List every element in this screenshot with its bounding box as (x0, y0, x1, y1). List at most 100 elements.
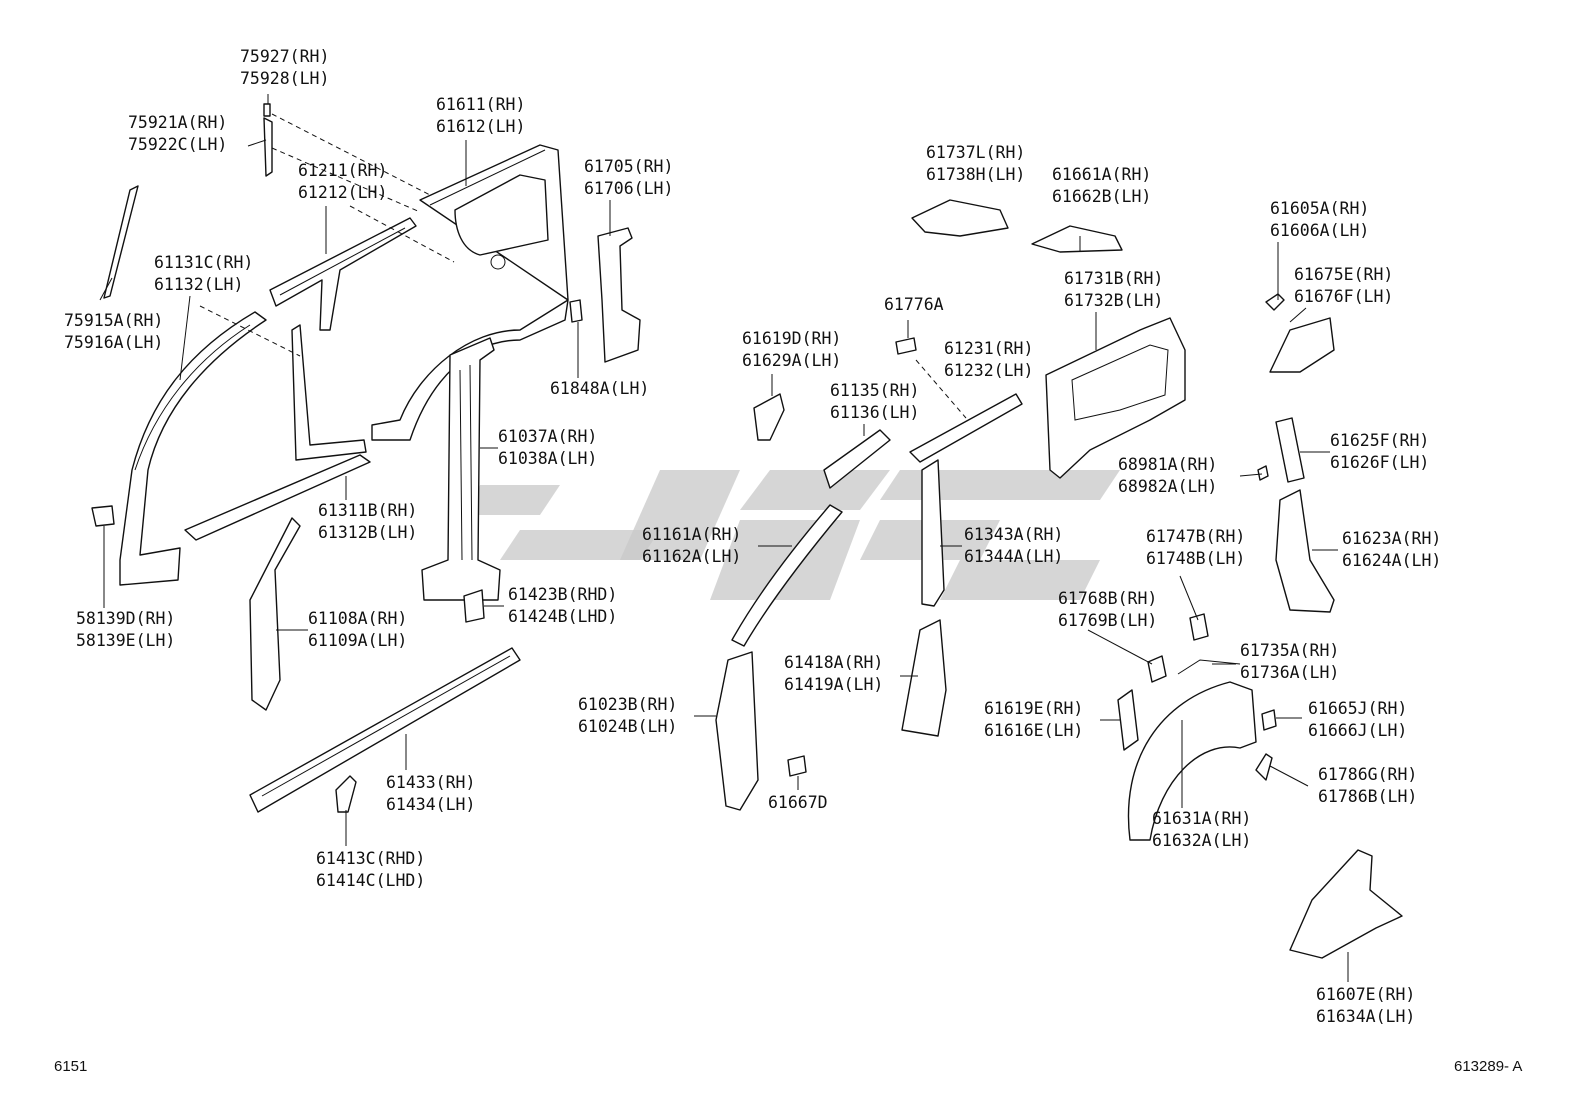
part-61623[interactable] (1275, 489, 1335, 613)
label-61731-rh: 61731B(RH) (1064, 269, 1164, 288)
part-61619d[interactable] (753, 393, 785, 441)
label-75927-lh: 75928(LH) (240, 69, 330, 88)
part-61311[interactable] (184, 324, 371, 541)
label-61625-lh: 61626F(LH) (1330, 453, 1430, 472)
part-61423[interactable] (463, 589, 485, 623)
part-58139[interactable] (91, 505, 115, 527)
label-61611-lh: 61612(LH) (436, 117, 526, 136)
label-61023-rh: 61023B(RH) (578, 695, 678, 714)
part-61786[interactable] (1255, 753, 1273, 781)
part-61768[interactable] (1147, 655, 1167, 683)
label-75915-lh: 75916A(LH) (64, 333, 164, 352)
label-61735: 61735A(RH) 61736A(LH) (1240, 640, 1339, 684)
part-61731[interactable] (1045, 317, 1186, 479)
label-61311: 61311B(RH) 61312B(LH) (318, 500, 417, 544)
label-61611-rh: 61611(RH) (436, 95, 526, 114)
label-61786-lh: 61786B(LH) (1318, 787, 1418, 806)
part-61631[interactable] (1127, 681, 1257, 841)
label-61423-lhd: 61424B(LHD) (508, 607, 618, 626)
label-61418-lh: 61419A(LH) (784, 675, 884, 694)
label-61607: 61607E(RH) 61634A(LH) (1316, 984, 1415, 1028)
label-61433-rh: 61433(RH) (386, 773, 476, 792)
part-61605[interactable] (1265, 293, 1335, 373)
label-61211-lh: 61212(LH) (298, 183, 388, 202)
label-61675: 61675E(RH) 61676F(LH) (1294, 264, 1393, 308)
part-61161[interactable] (731, 504, 843, 647)
label-61667: 61667D (768, 793, 828, 812)
part-75927[interactable] (263, 103, 273, 177)
part-61737[interactable] (911, 199, 1009, 237)
part-68981[interactable] (1257, 465, 1269, 481)
label-61037: 61037A(RH) 61038A(LH) (498, 426, 597, 470)
part-61413[interactable] (335, 775, 357, 813)
label-61768-rh: 61768B(RH) (1058, 589, 1158, 608)
part-61433[interactable] (249, 647, 521, 813)
label-61413-lhd: 61414C(LHD) (316, 871, 426, 890)
part-61735[interactable] (1177, 659, 1241, 675)
label-61108-rh: 61108A(RH) (308, 609, 408, 628)
part-61661[interactable] (1031, 225, 1123, 253)
part-61037[interactable] (421, 337, 501, 601)
part-61625[interactable] (1275, 417, 1305, 483)
label-75915-rh: 75915A(RH) (64, 311, 164, 330)
label-61343: 61343A(RH) 61344A(LH) (964, 524, 1063, 568)
label-61211: 61211(RH) 61212(LH) (298, 160, 387, 204)
label-61619d: 61619D(RH) 61629A(LH) (742, 328, 841, 372)
label-61675-lh: 61676F(LH) (1294, 287, 1394, 306)
label-75921: 75921A(RH) 75922C(LH) (128, 112, 227, 156)
part-61231[interactable] (909, 393, 1023, 463)
part-61665[interactable] (1261, 709, 1277, 731)
label-61611: 61611(RH) 61612(LH) (436, 94, 525, 138)
label-58139-rh: 58139D(RH) (76, 609, 176, 628)
part-61776[interactable] (895, 337, 917, 355)
label-58139-lh: 58139E(LH) (76, 631, 176, 650)
label-61231: 61231(RH) 61232(LH) (944, 338, 1033, 382)
label-61433: 61433(RH) 61434(LH) (386, 772, 475, 816)
label-61623-rh: 61623A(RH) (1342, 529, 1442, 548)
label-61161-lh: 61162A(LH) (642, 547, 742, 566)
label-61161-rh: 61161A(RH) (642, 525, 742, 544)
part-61848[interactable] (569, 299, 583, 323)
part-61211[interactable] (269, 217, 417, 331)
label-61413-rhd: 61413C(RHD) (316, 849, 426, 868)
part-61131[interactable] (119, 311, 267, 586)
figure-number: 6151 (54, 1058, 88, 1075)
part-61619e[interactable] (1117, 689, 1139, 751)
label-61661-rh: 61661A(RH) (1052, 165, 1152, 184)
label-61607-lh: 61634A(LH) (1316, 1007, 1416, 1026)
label-68981: 68981A(RH) 68982A(LH) (1118, 454, 1217, 498)
label-61735-lh: 61736A(LH) (1240, 663, 1340, 682)
label-61631-rh: 61631A(RH) (1152, 809, 1252, 828)
label-61433-lh: 61434(LH) (386, 795, 476, 814)
label-61418: 61418A(RH) 61419A(LH) (784, 652, 883, 696)
label-61619d-lh: 61629A(LH) (742, 351, 842, 370)
leader-lines (99, 94, 1349, 982)
label-61705-rh: 61705(RH) (584, 157, 674, 176)
part-61705[interactable] (597, 227, 641, 363)
label-61776: 61776A (884, 295, 944, 314)
label-61667: 61667D (768, 792, 828, 814)
label-61619d-rh: 61619D(RH) (742, 329, 842, 348)
label-61037-lh: 61038A(LH) (498, 449, 598, 468)
part-61611[interactable] (371, 144, 569, 441)
part-61667[interactable] (787, 755, 807, 777)
label-61623-lh: 61624A(LH) (1342, 551, 1442, 570)
label-75921-rh: 75921A(RH) (128, 113, 228, 132)
label-61619e-rh: 61619E(RH) (984, 699, 1084, 718)
label-61108: 61108A(RH) 61109A(LH) (308, 608, 407, 652)
label-61423: 61423B(RHD) 61424B(LHD) (508, 584, 617, 628)
part-61108[interactable] (249, 517, 301, 711)
label-61665: 61665J(RH) 61666J(LH) (1308, 698, 1407, 742)
label-61786-rh: 61786G(RH) (1318, 765, 1418, 784)
part-75915[interactable] (103, 185, 139, 299)
part-61418[interactable] (901, 619, 947, 737)
label-61037-rh: 61037A(RH) (498, 427, 598, 446)
label-61131: 61131C(RH) 61132(LH) (154, 252, 253, 296)
part-61607[interactable] (1289, 849, 1403, 959)
part-61023[interactable] (715, 651, 759, 811)
part-61343[interactable] (921, 459, 945, 607)
label-61631-lh: 61632A(LH) (1152, 831, 1252, 850)
part-61747[interactable] (1189, 613, 1209, 641)
part-61135[interactable] (823, 429, 891, 489)
label-61768-lh: 61769B(LH) (1058, 611, 1158, 630)
